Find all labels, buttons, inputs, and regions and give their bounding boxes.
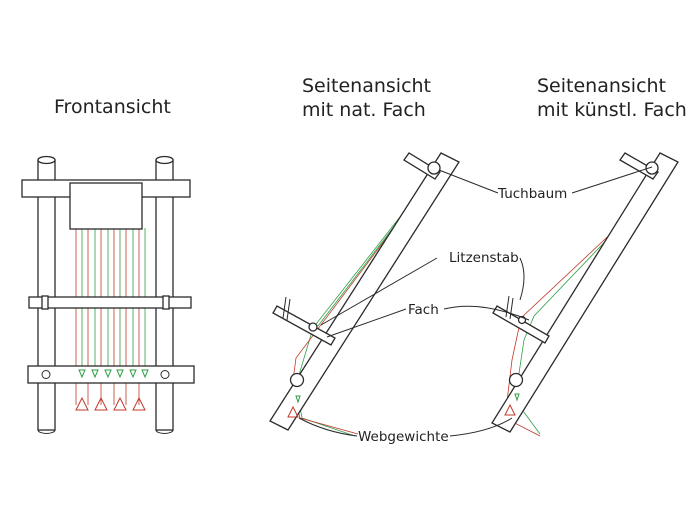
front-right-post: [155, 155, 174, 434]
front-left-post: [37, 155, 56, 434]
title-side-natural-line1: Seitenansicht: [302, 75, 431, 97]
label-fach: Fach: [408, 302, 439, 318]
side2-green-weight: [514, 393, 520, 402]
side1-green-weight: [295, 395, 301, 404]
side2-upright: [491, 152, 679, 433]
front-heddle-rod: [28, 295, 192, 310]
label-litzenstab-group: Litzenstab: [320, 250, 525, 326]
side-view-artificial: [491, 152, 679, 437]
side1-red-weight: [287, 405, 299, 418]
side2-lower-roller: [508, 372, 524, 388]
side1-lower-roller: [289, 372, 305, 388]
title-side-artificial-line2: mit künstl. Fach: [537, 99, 687, 121]
title-side-artificial-line1: Seitenansicht: [537, 75, 666, 97]
label-webgewichte-group: Webgewichte: [298, 417, 513, 445]
side2-shed-board: [492, 305, 550, 344]
label-webgewichte: Webgewichte: [358, 429, 449, 445]
front-view: [21, 155, 195, 434]
side2-cloth-beam: [645, 161, 659, 175]
side-view-natural: [269, 152, 460, 437]
title-side-natural-line2: mit nat. Fach: [302, 99, 426, 121]
side1-cloth-beam: [427, 161, 441, 175]
label-litzenstab: Litzenstab: [449, 250, 519, 266]
side1-heddle-rod: [308, 322, 318, 332]
front-woven-cloth: [69, 182, 143, 230]
front-green-loom-weights: [78, 369, 149, 379]
title-front-view: Frontansicht: [54, 96, 171, 118]
side1-upright: [269, 152, 460, 431]
label-tuchbaum: Tuchbaum: [497, 186, 567, 202]
front-shed-board: [27, 365, 195, 384]
side1-shed-board: [272, 305, 336, 346]
label-tuchbaum-group: Tuchbaum: [438, 166, 653, 202]
side2-red-weight: [504, 403, 516, 416]
label-fach-group: Fach: [326, 302, 530, 338]
front-red-loom-weights: [75, 396, 146, 411]
